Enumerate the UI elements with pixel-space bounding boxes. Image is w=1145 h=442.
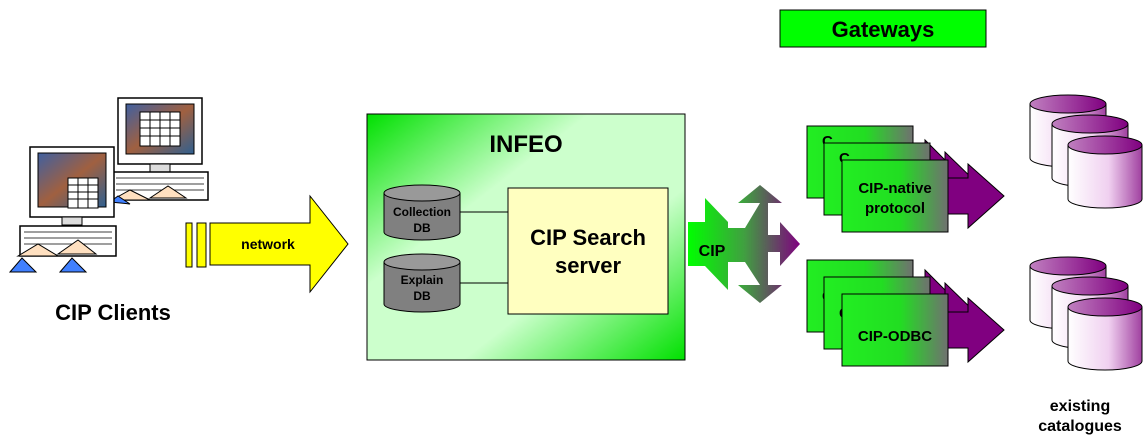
- gateway-top-line2: protocol: [865, 200, 925, 217]
- network-label: network: [241, 236, 295, 252]
- client-computer-back: [108, 97, 209, 205]
- cip-arrow: CIP: [688, 185, 800, 303]
- catalogue-cylinder: [1067, 297, 1143, 371]
- gateway-back-letter: C: [822, 133, 833, 150]
- collection-db-line1: Collection: [393, 205, 451, 219]
- gateway-stack-top: C C CIP-native protocol: [806, 125, 1005, 233]
- gateway-top-line1: CIP-native: [858, 180, 931, 197]
- explain-db-line1: Explain: [401, 273, 444, 287]
- explain-db: Explain DB: [383, 253, 461, 313]
- collection-db-line2: DB: [413, 221, 431, 235]
- clients-label: CIP Clients: [55, 300, 171, 325]
- gateway-mid-letter: C: [839, 150, 850, 167]
- cip-search-server: CIP Search server: [507, 187, 669, 315]
- search-server-line1: CIP Search: [530, 225, 646, 250]
- gateways-header-label: Gateways: [832, 17, 935, 42]
- db-connector-lines: [460, 211, 508, 284]
- search-server-line2: server: [555, 253, 622, 278]
- client-computer-front: [8, 146, 117, 273]
- catalogue-cylinder: [1067, 135, 1143, 209]
- catalogue-stack-top: [1029, 94, 1143, 209]
- gateway-card-front: CIP-native protocol: [841, 159, 1005, 233]
- catalogue-stack-bottom: [1029, 256, 1143, 371]
- gateway-bottom-label: CIP-ODBC: [858, 328, 932, 345]
- gateway-stack-bottom: C C CIP-ODBC: [806, 259, 1005, 367]
- infeo-box: INFEO Collection DB Explain DB CIP Searc…: [366, 113, 686, 361]
- collection-db: Collection DB: [383, 184, 461, 241]
- explain-db-line2: DB: [413, 289, 431, 303]
- gateway-card-front: CIP-ODBC: [841, 293, 1005, 367]
- catalogues-label-line1: existing: [1050, 398, 1110, 415]
- cip-arrow-label: CIP: [699, 243, 726, 260]
- network-arrow: network: [185, 194, 349, 294]
- infeo-title: INFEO: [489, 131, 562, 158]
- gateways-header: Gateways: [779, 9, 987, 48]
- catalogues-label-line2: catalogues: [1038, 418, 1122, 435]
